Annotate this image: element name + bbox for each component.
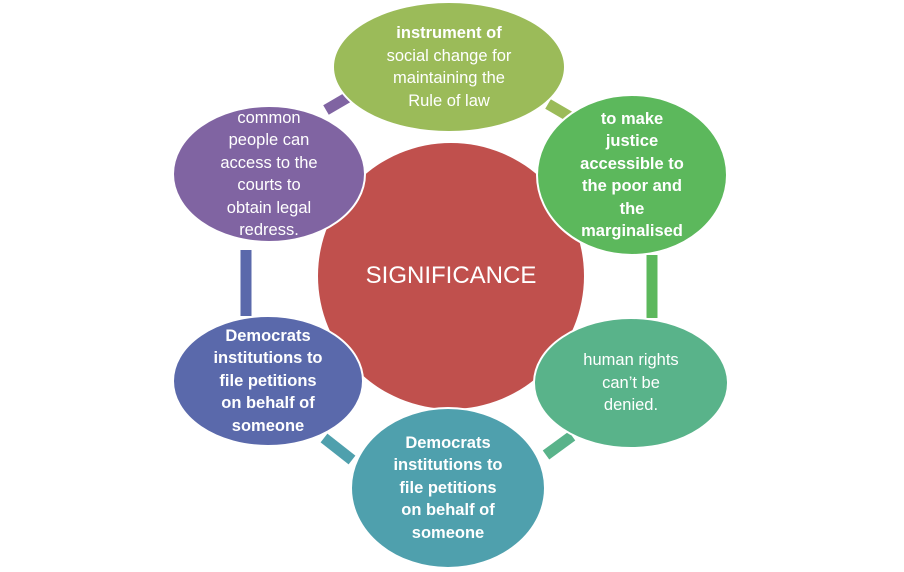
node-upper-left-line: courts to [237,176,301,194]
node-lower-left-line: Democrats [225,326,311,345]
node-upper-left-line: common [237,108,301,127]
node-bottom-line: institutions to [393,456,503,475]
node-top-ellipse [332,1,566,133]
node-top-line: maintaining the [393,69,505,87]
node-lower-left-line: file petitions [219,371,317,390]
node-upper-right-line: the [619,199,645,218]
node-upper-right-line: accessible to [580,154,684,173]
node-bottom-ellipse [350,407,546,569]
node-upper-right-line: justice [605,132,659,150]
node-bottom-line: file petitions [399,478,497,497]
node-bottom-line: Democrats [405,433,491,452]
node-lower-right-line: denied. [603,396,659,415]
node-upper-left-line: redress. [239,221,299,239]
node-bottom-label: Democrats institutions to file petitions on… [351,408,545,568]
node-lower-left-line: someone [231,416,305,435]
node-bottom-line: on behalf of [401,501,495,520]
node-upper-right-line: to make [600,109,664,128]
node-top-line: Rule of law [408,91,490,110]
node-bottom-line: someone [411,523,485,542]
connector-lower-right-to-bottom [542,431,576,460]
node-upper-left-ellipse [172,105,366,243]
node-lower-left-line: on behalf of [221,394,315,413]
node-lower-right-line: can’t be [602,373,660,392]
node-lower-right-label: human rights can’t be denied. [534,318,728,448]
node-top-line: instrument of [396,24,502,42]
node-upper-right-line: the poor and [582,177,682,195]
connector-bottom-to-lower-left [320,433,356,465]
node-upper-right-label: to make justice accessible to the poor and t… [537,95,727,255]
node-upper-left-line: access to the [220,153,318,172]
node-upper-left-line: obtain legal [226,198,312,217]
node-lower-right-ellipse [533,317,729,449]
center-circle [318,143,584,409]
node-lower-left-line: institutions to [213,349,323,368]
node-upper-right-ellipse [536,94,728,256]
node-upper-left-line: people can [228,131,310,149]
node-layer [172,1,729,569]
node-lower-left-label: Democrats institutions to file petitions on… [173,316,363,446]
node-upper-right-line: marginalised [581,222,683,240]
node-lower-right-line: human rights [583,351,679,370]
node-lower-left-ellipse [172,315,364,447]
node-upper-left-label: common people can access to the courts to ob… [173,106,365,242]
node-top-label: instrument of social change for maintainin… [333,2,565,132]
center-label: SIGNIFICANCE [365,262,537,289]
node-top-line: social change for [386,46,512,65]
